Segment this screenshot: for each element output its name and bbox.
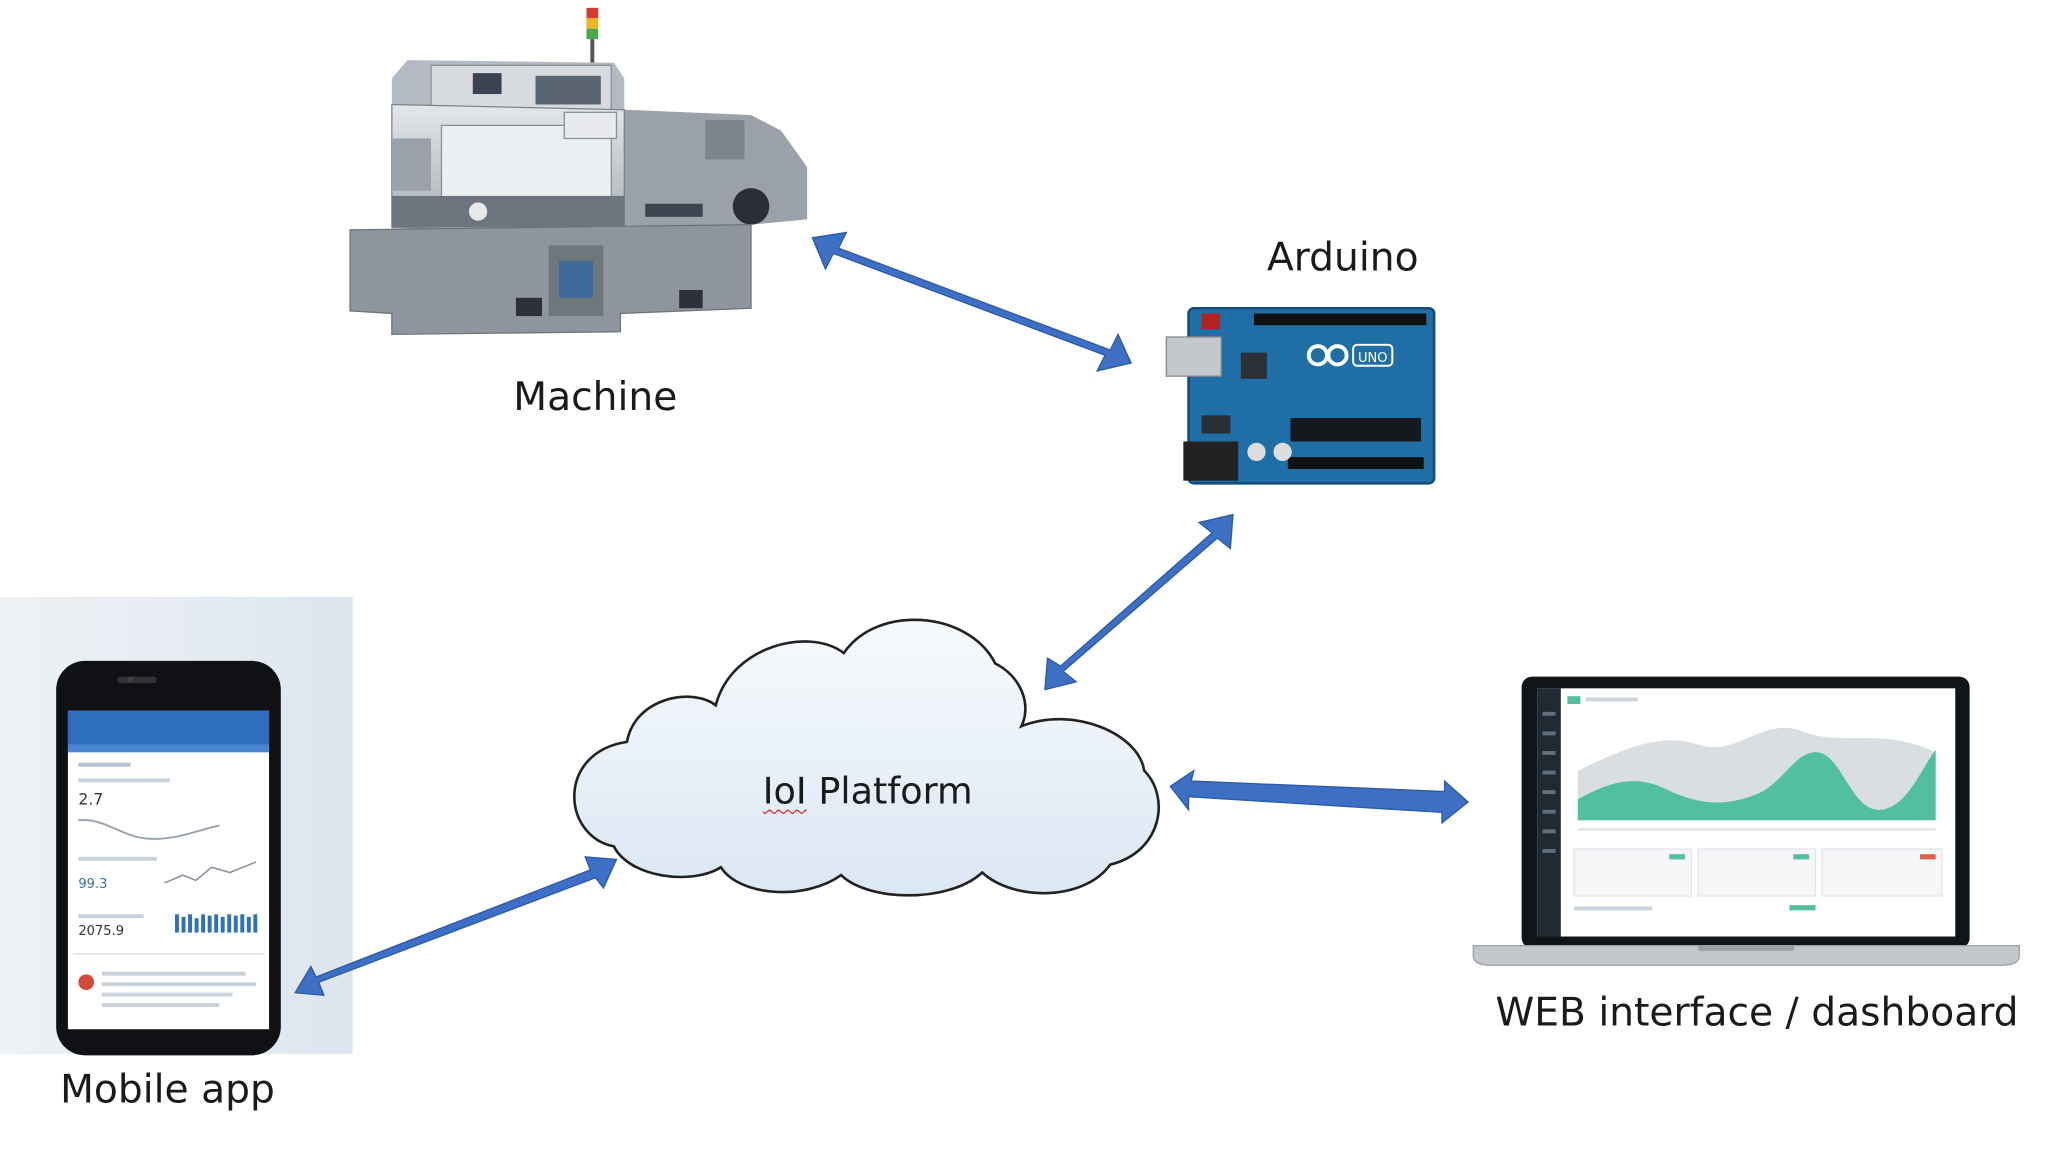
laptop-dashboard-icon bbox=[1472, 676, 2020, 966]
mobile-app-label: Mobile app bbox=[60, 1067, 275, 1113]
svg-text:2.7: 2.7 bbox=[78, 790, 103, 809]
platform-label-platform-word: Platform bbox=[806, 769, 973, 813]
arrow-machine-arduino bbox=[811, 231, 1133, 372]
svg-text:2075.9: 2075.9 bbox=[78, 924, 124, 939]
svg-text:99.3: 99.3 bbox=[78, 877, 107, 892]
platform-label: IoI Platform bbox=[763, 769, 973, 812]
arduino-label: Arduino bbox=[1266, 235, 1419, 281]
arduino-board-icon bbox=[1165, 306, 1436, 485]
arrow-arduino-platform bbox=[1044, 513, 1234, 691]
web-dashboard-label: WEB interface / dashboard bbox=[1495, 990, 2019, 1036]
machine-icon bbox=[349, 7, 808, 336]
mobile-phone-icon: 2.7 99.3 2075.9 bbox=[0, 596, 353, 1056]
arduino-board-text: UNO bbox=[1358, 351, 1388, 366]
iot-platform-cloud bbox=[573, 618, 1160, 897]
arrow-platform-mobile bbox=[294, 856, 618, 997]
arrow-platform-web bbox=[1169, 769, 1470, 825]
machine-label: Machine bbox=[513, 374, 678, 421]
platform-label-iot-word: IoI bbox=[762, 769, 807, 813]
